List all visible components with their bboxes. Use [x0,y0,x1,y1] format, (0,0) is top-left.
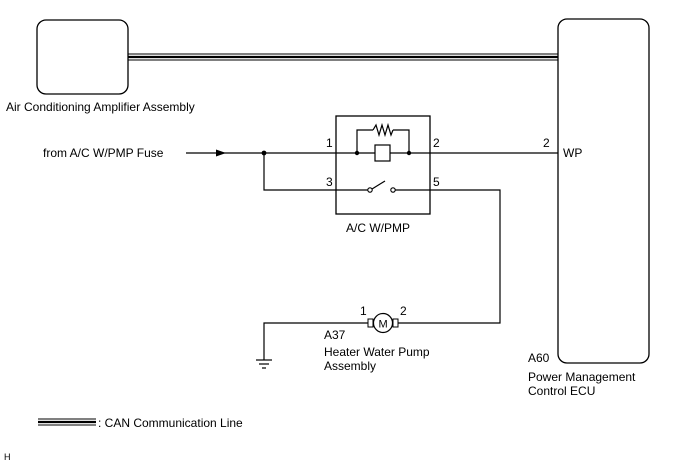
ecu-code: A60 [528,351,550,365]
relay-pin-1: 1 [326,136,333,150]
relay-pin-5: 5 [433,175,440,189]
relay-pin-3: 3 [326,175,333,189]
ecu-label-line2: Control ECU [528,384,595,398]
relay-coil-circuit [336,122,430,162]
relay-resistor [372,122,394,138]
ecu-terminal-name: WP [563,146,582,160]
relay-pin-2: 2 [433,136,440,150]
ecu-terminal-pin: 2 [543,136,550,150]
wire-branch-to-relay-3 [263,153,336,191]
ecu-label-line1: Power Management [528,370,636,384]
pump-motor: M [367,312,399,334]
source-label: from A/C W/PMP Fuse [43,146,164,160]
relay-switch [336,180,430,193]
pump-pin-1: 1 [360,304,367,318]
relay-label: A/C W/PMP [346,221,410,235]
wire-pump-to-ground [263,322,368,360]
pump-label-line1: Heater Water Pump [324,345,430,359]
footer-mark: H [4,452,11,462]
source-arrow-head [216,149,226,157]
pump-pin-2: 2 [400,304,407,318]
ac-amplifier-box [36,19,129,95]
ground-symbol [256,359,272,369]
legend-label: : CAN Communication Line [98,416,243,430]
relay-coil [374,144,391,162]
pm-ecu-box [557,18,650,364]
ac-amplifier-label: Air Conditioning Amplifier Assembly [6,100,195,114]
can-communication-line [128,53,558,61]
pump-label-line2: Assembly [324,359,376,373]
legend-can-line-swatch [38,418,96,426]
wire-relay-5-to-pump [398,189,501,324]
motor-symbol: M [379,319,388,331]
pump-code: A37 [324,328,346,342]
relay-box [335,115,431,215]
